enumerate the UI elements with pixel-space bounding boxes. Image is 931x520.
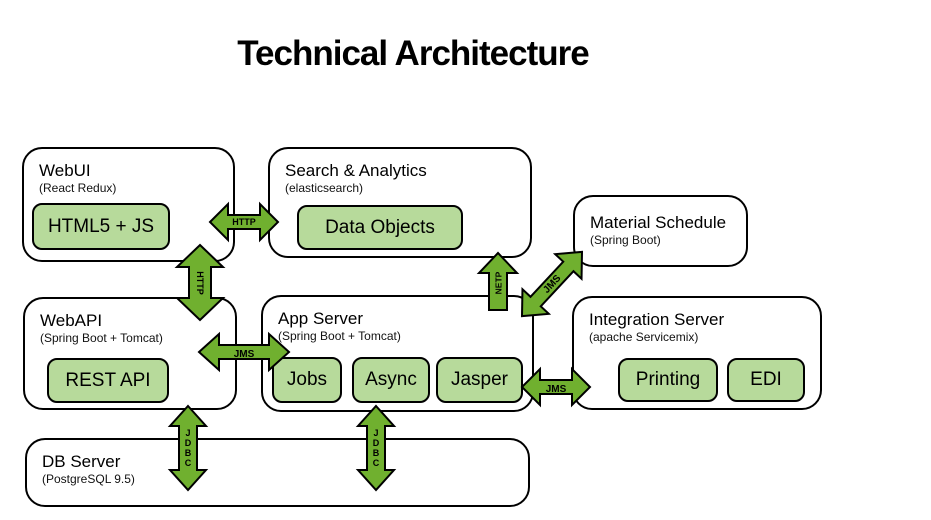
arrow-jdbc-appserver-dbserver (355, 404, 397, 492)
node-material-schedule: Material Schedule (Spring Boot) (573, 195, 748, 267)
arrow-http-webui-search (208, 201, 280, 243)
node-appserver-subtitle: (Spring Boot + Tomcat) (278, 329, 401, 343)
node-material-title: Material Schedule (590, 213, 727, 232)
component-async: Async (352, 357, 430, 403)
node-webapi-title: WebAPI (40, 311, 103, 330)
page-title: Technical Architecture (237, 34, 589, 73)
component-jasper: Jasper (436, 357, 523, 403)
component-edi: EDI (727, 358, 805, 402)
node-integration-subtitle: (apache Servicemix) (589, 330, 699, 344)
node-integration-title: Integration Server (589, 310, 725, 329)
arrow-jdbc-webapi-dbserver (167, 404, 209, 492)
node-dbserver-title: DB Server (42, 452, 121, 471)
node-appserver-title: App Server (278, 309, 364, 328)
component-jobs: Jobs (272, 357, 342, 403)
node-search-subtitle: (elasticsearch) (285, 181, 364, 195)
arrow-jms-appserver-material (520, 250, 584, 318)
arrow-netp-appserver-search (476, 251, 520, 311)
component-html5-js: HTML5 + JS (32, 203, 170, 250)
node-material-subtitle: (Spring Boot) (590, 233, 661, 247)
component-data-objects: Data Objects (297, 205, 463, 250)
arrow-http-webui-webapi (174, 243, 226, 322)
node-webui-subtitle: (React Redux) (39, 181, 117, 195)
arrow-jms-appserver-integration (520, 366, 592, 408)
node-db-server: DB Server (PostgreSQL 9.5) (25, 438, 530, 507)
node-search-title: Search & Analytics (285, 161, 427, 180)
component-printing: Printing (618, 358, 718, 402)
component-rest-api: REST API (47, 358, 169, 403)
node-dbserver-subtitle: (PostgreSQL 9.5) (42, 472, 135, 486)
node-webui-title: WebUI (39, 161, 91, 180)
arrow-jms-webapi-appserver (197, 331, 291, 373)
node-webapi-subtitle: (Spring Boot + Tomcat) (40, 331, 163, 345)
